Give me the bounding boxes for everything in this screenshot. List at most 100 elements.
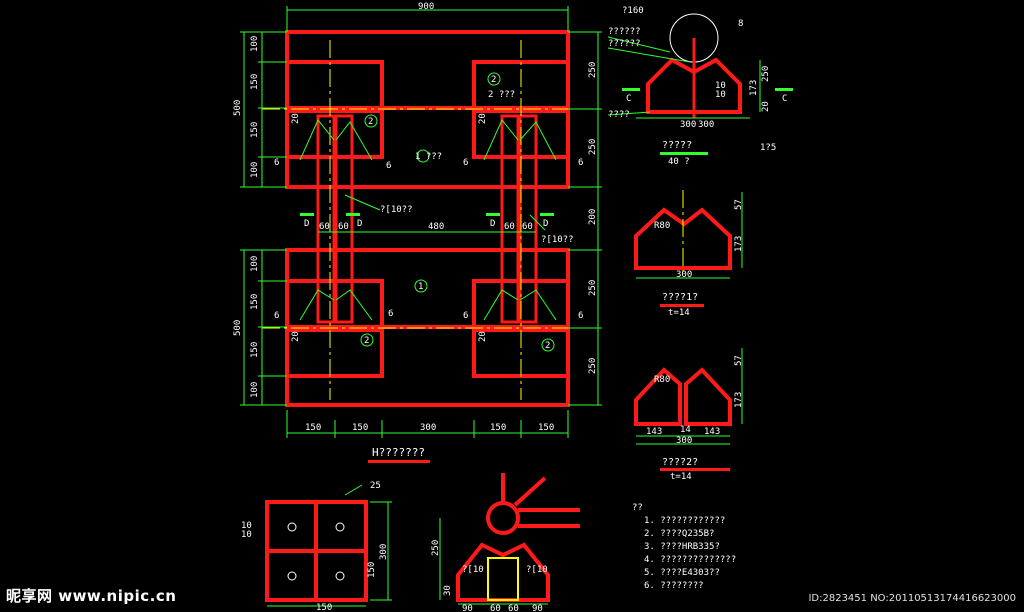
plate1-radius: R80 <box>654 221 670 231</box>
watermark-id: ID:2823451 NO:20110513174416623000 <box>808 593 1016 604</box>
bm-dim: 250 <box>431 540 441 556</box>
bl-dim: 10 <box>241 521 252 531</box>
dim-left: 150 <box>250 74 260 90</box>
weld-label: 6 <box>386 161 391 171</box>
bl-dim: 150 <box>367 562 377 578</box>
dim-center: 480 <box>428 222 444 232</box>
plate1-dim: 173 <box>734 236 744 252</box>
dim-center: 60 <box>319 222 330 232</box>
balloon-number: 2 <box>368 117 373 127</box>
note-item: 5. ????E4303?? <box>644 568 720 578</box>
section-mark-c: C <box>782 94 787 104</box>
dim-bottom: 150 <box>538 423 554 433</box>
plate2-dim: 173 <box>734 392 744 408</box>
detail-label: 10 <box>715 90 726 100</box>
plate2-width: 300 <box>676 436 692 446</box>
plate2-thickness: t=14 <box>670 472 692 482</box>
dim-center: 60 <box>504 222 515 232</box>
detail-label: 10 <box>715 81 726 91</box>
balloon-number: 2 <box>364 336 369 346</box>
leader-label: ?[10?? <box>541 235 574 245</box>
watermark-brand: 昵享网 www.nipic.cn <box>6 587 177 605</box>
plate1-width: 300 <box>676 270 692 280</box>
notes-block: ?? 1. ???????????? 2. ????Q235B? 3. ????… <box>632 503 736 591</box>
section-mark: D <box>304 219 309 229</box>
detail-dim: 300 <box>680 120 696 130</box>
dim-left: 100 <box>250 256 260 272</box>
plate1-title: ????1? <box>662 292 698 303</box>
section-mark: D <box>490 219 495 229</box>
section-mark-c: C <box>626 94 631 104</box>
detail-label: ?????? <box>608 27 641 37</box>
plate2-width: 143 <box>704 427 720 437</box>
bottom-left-detail: 25 300 150 150 10 10 <box>241 481 392 612</box>
bm-tag: ?[10 <box>526 565 548 575</box>
notes-header: ?? <box>632 503 643 513</box>
detail-subtitle: 40 ? <box>668 157 690 167</box>
section-mark: D <box>357 219 362 229</box>
bm-dim: 90 <box>532 604 543 612</box>
dim-right: 250 <box>588 280 598 296</box>
section-mark: D <box>543 219 548 229</box>
detail-label: ???? <box>608 110 630 120</box>
note-item: 2. ????Q235B? <box>644 529 714 539</box>
note-item: 6. ???????? <box>644 581 704 591</box>
bm-tag: ?[10 <box>462 565 484 575</box>
dim-left: 150 <box>250 122 260 138</box>
dim-bottom: 150 <box>352 423 368 433</box>
dim-bottom: 150 <box>490 423 506 433</box>
dim-left: 100 <box>250 36 260 52</box>
plate1-thickness: t=14 <box>668 308 690 318</box>
detail-label: 8 <box>738 19 743 29</box>
note-item: 3. ????HRB335? <box>644 542 720 552</box>
bl-dim: 300 <box>379 544 389 560</box>
dim-20: 20 <box>291 331 301 342</box>
note-item: 1. ???????????? <box>644 516 725 526</box>
dim-left: 100 <box>250 162 260 178</box>
detail-label: 173 <box>749 80 759 96</box>
main-view-title: H??????? <box>372 446 425 459</box>
plate2-width: 14 <box>680 425 691 435</box>
bl-dim: 150 <box>316 603 332 612</box>
dim-right: 250 <box>588 139 598 155</box>
dim-20: 20 <box>291 113 301 124</box>
dim-bottom: 300 <box>420 423 436 433</box>
dim-top-900: 900 <box>418 2 434 12</box>
dim-20: 20 <box>478 113 488 124</box>
plate2-radius: R80 <box>654 375 670 385</box>
plate1-dim: 57 <box>734 199 744 210</box>
leader-label: ?[10?? <box>380 205 413 215</box>
plate2-title: ????2? <box>662 457 698 468</box>
balloon-number: 2 <box>545 341 550 351</box>
plate2-dim: 57 <box>734 355 744 366</box>
detail-label: 250 <box>761 66 771 82</box>
dim-left-total: 500 <box>233 100 243 116</box>
bm-dim: 60 <box>508 604 519 612</box>
bm-dim: 90 <box>462 604 473 612</box>
plate2-width: 143 <box>646 427 662 437</box>
weld-label: 6 <box>578 311 583 321</box>
weld-label: 6 <box>274 158 279 168</box>
weld-label: 6 <box>388 309 393 319</box>
dim-right: 200 <box>588 209 598 225</box>
detail-number: 1?5 <box>760 143 776 153</box>
bm-dim: 30 <box>443 585 453 596</box>
plate-1-detail: R80 57 173 300 ????1? t=14 <box>634 190 744 318</box>
plate-2-detail: R80 57 173 143 14 143 300 ????2? t=14 <box>634 348 744 482</box>
detail-label: ?160 <box>622 6 644 16</box>
detail-label: ?????? <box>608 39 641 49</box>
dim-center: 60 <box>338 222 349 232</box>
dim-left: 150 <box>250 294 260 310</box>
dim-center: 60 <box>522 222 533 232</box>
balloon-label: 1 ??? <box>415 152 442 162</box>
dim-right: 250 <box>588 358 598 374</box>
note-item: 4. ?????????????? <box>644 555 736 565</box>
detail-title: ????? <box>662 140 692 151</box>
weld-label: 6 <box>274 311 279 321</box>
balloon-label: 2 ??? <box>488 90 515 100</box>
balloon-number: 1 <box>418 282 423 292</box>
weld-label: 6 <box>578 158 583 168</box>
detail-dim: 300 <box>698 120 714 130</box>
dim-bottom: 150 <box>305 423 321 433</box>
